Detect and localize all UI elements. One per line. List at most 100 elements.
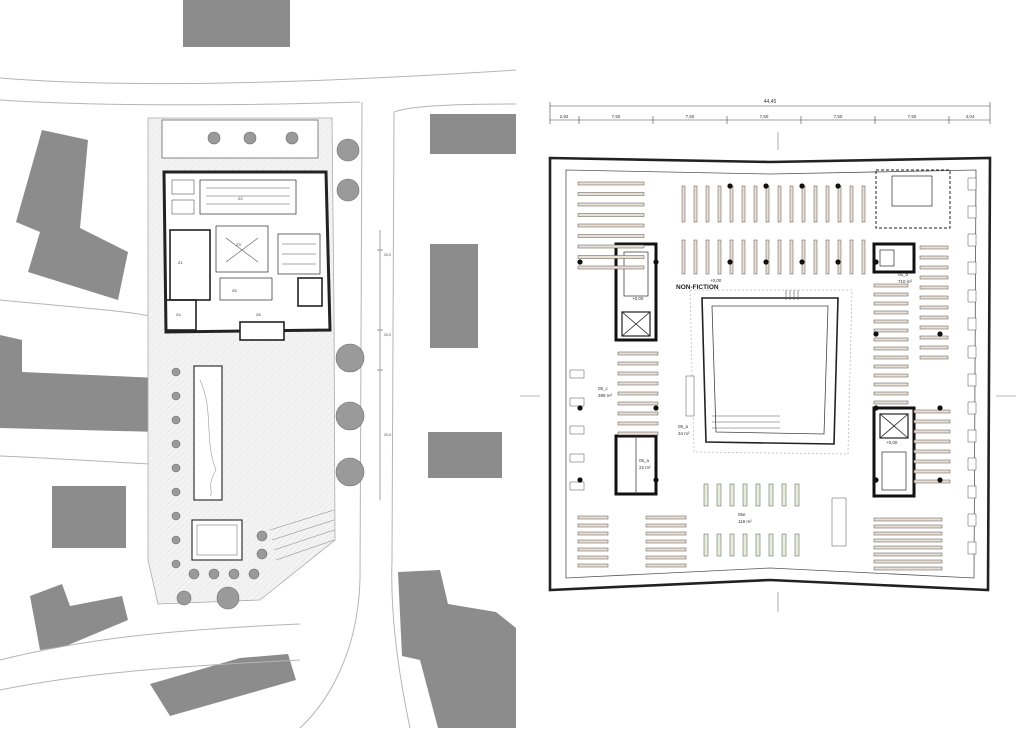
- column: [577, 259, 583, 265]
- bookshelf: [919, 255, 949, 260]
- meeting-room: [875, 169, 951, 229]
- bookshelf: [861, 239, 866, 275]
- bookshelf: [873, 566, 943, 571]
- neighbour-buildings: [0, 0, 516, 728]
- tree-icon: [171, 511, 181, 521]
- bookshelf: [919, 355, 949, 360]
- tree-icon: [207, 131, 221, 145]
- tree-icon: [171, 535, 181, 545]
- building-west: [0, 335, 160, 432]
- tree-icon: [216, 586, 240, 610]
- meeting-table: [891, 175, 933, 207]
- bookshelf: [617, 421, 659, 426]
- column: [873, 405, 879, 411]
- bookshelf: [849, 239, 854, 275]
- shelf-layer: [569, 177, 977, 571]
- stair-core: [297, 277, 323, 307]
- bookshelf: [617, 411, 659, 416]
- bookshelf: [873, 328, 909, 333]
- bookshelf: [825, 239, 830, 275]
- tree-icon: [171, 415, 181, 425]
- room-wc-code: 05_a: [639, 458, 650, 463]
- library-building-plan: Z1 Z2 Z3 Z4 Z5 Z6: [162, 170, 332, 341]
- bookshelf: [577, 539, 609, 544]
- bookshelf: [913, 409, 951, 414]
- desk: [967, 233, 977, 247]
- desk: [569, 425, 585, 435]
- bookshelf: [913, 449, 951, 454]
- desk: [967, 289, 977, 303]
- room-label-c: Z3: [236, 242, 241, 247]
- column: [653, 259, 659, 265]
- segment-dim-4: 7,50: [760, 114, 769, 119]
- tree-icon: [171, 391, 181, 401]
- building-northwest: [16, 130, 128, 300]
- bookshelf: [837, 185, 842, 223]
- room-east-code: 05_d: [898, 272, 909, 277]
- bookshelf: [577, 181, 645, 186]
- dimension-chain: [549, 102, 991, 124]
- room-southwest: [165, 299, 197, 331]
- bookshelf: [873, 538, 943, 543]
- bookshelf: [861, 185, 866, 223]
- study-table: [703, 483, 709, 507]
- bookshelf: [617, 351, 659, 356]
- bookshelf: [577, 547, 609, 552]
- bookshelf: [873, 346, 909, 351]
- column: [763, 259, 769, 265]
- bookshelf: [717, 239, 722, 275]
- bookshelf: [693, 239, 698, 275]
- bookshelf: [801, 239, 806, 275]
- segment-dim-1: 2,92: [560, 114, 569, 119]
- study-table: [755, 483, 761, 507]
- study-area: [277, 233, 321, 275]
- bookshelf: [913, 469, 951, 474]
- site-plan: Z1 Z2 Z3 Z4 Z5 Z6: [0, 0, 517, 729]
- bookshelf: [919, 325, 949, 330]
- room-label-a: Z1: [178, 260, 183, 265]
- bookshelf: [873, 310, 909, 315]
- column: [937, 477, 943, 483]
- bookshelf: [645, 523, 687, 528]
- bookshelf: [849, 185, 854, 223]
- roads: [0, 69, 517, 729]
- road-east-lane: [391, 111, 411, 729]
- tree-icon: [208, 568, 220, 580]
- info-desk: [219, 277, 273, 301]
- segment-dimensions: 2,92 7,50 7,50 7,50 7,50 7,50 4,04: [560, 114, 975, 119]
- bookshelf: [873, 531, 943, 536]
- study-table: [716, 483, 722, 507]
- core-east: [872, 406, 916, 498]
- desk: [967, 345, 977, 359]
- bookshelf: [873, 382, 909, 387]
- bookshelf: [765, 185, 770, 223]
- column: [577, 405, 583, 411]
- tree-icon: [171, 559, 181, 569]
- segment-dim-7: 4,04: [966, 114, 975, 119]
- room-center-code: 05_a: [678, 424, 689, 429]
- building-southwest: [52, 486, 126, 548]
- bookshelf: [693, 185, 698, 223]
- desk: [967, 541, 977, 555]
- elevator-east-icon: [879, 413, 909, 439]
- bookshelf: [919, 285, 949, 290]
- bookshelf: [645, 515, 687, 520]
- study-table: [794, 483, 800, 507]
- bookshelf: [913, 459, 951, 464]
- desk: [967, 513, 977, 527]
- tree-icon: [171, 463, 181, 473]
- room-center-area: 34 m²: [678, 431, 690, 436]
- bookshelf: [873, 552, 943, 557]
- desk: [967, 401, 977, 415]
- bookshelf: [873, 292, 909, 297]
- tree-icon: [248, 568, 260, 580]
- segment-dim-6: 7,50: [908, 114, 917, 119]
- tree-icon: [171, 367, 181, 377]
- room-label-e: Z5: [232, 288, 237, 293]
- bookshelf: [617, 371, 659, 376]
- building-south-2: [150, 654, 296, 716]
- room-wc-area: 22 m²: [639, 465, 651, 470]
- bookshelf: [919, 315, 949, 320]
- desk: [967, 485, 977, 499]
- bookshelf: [729, 239, 734, 275]
